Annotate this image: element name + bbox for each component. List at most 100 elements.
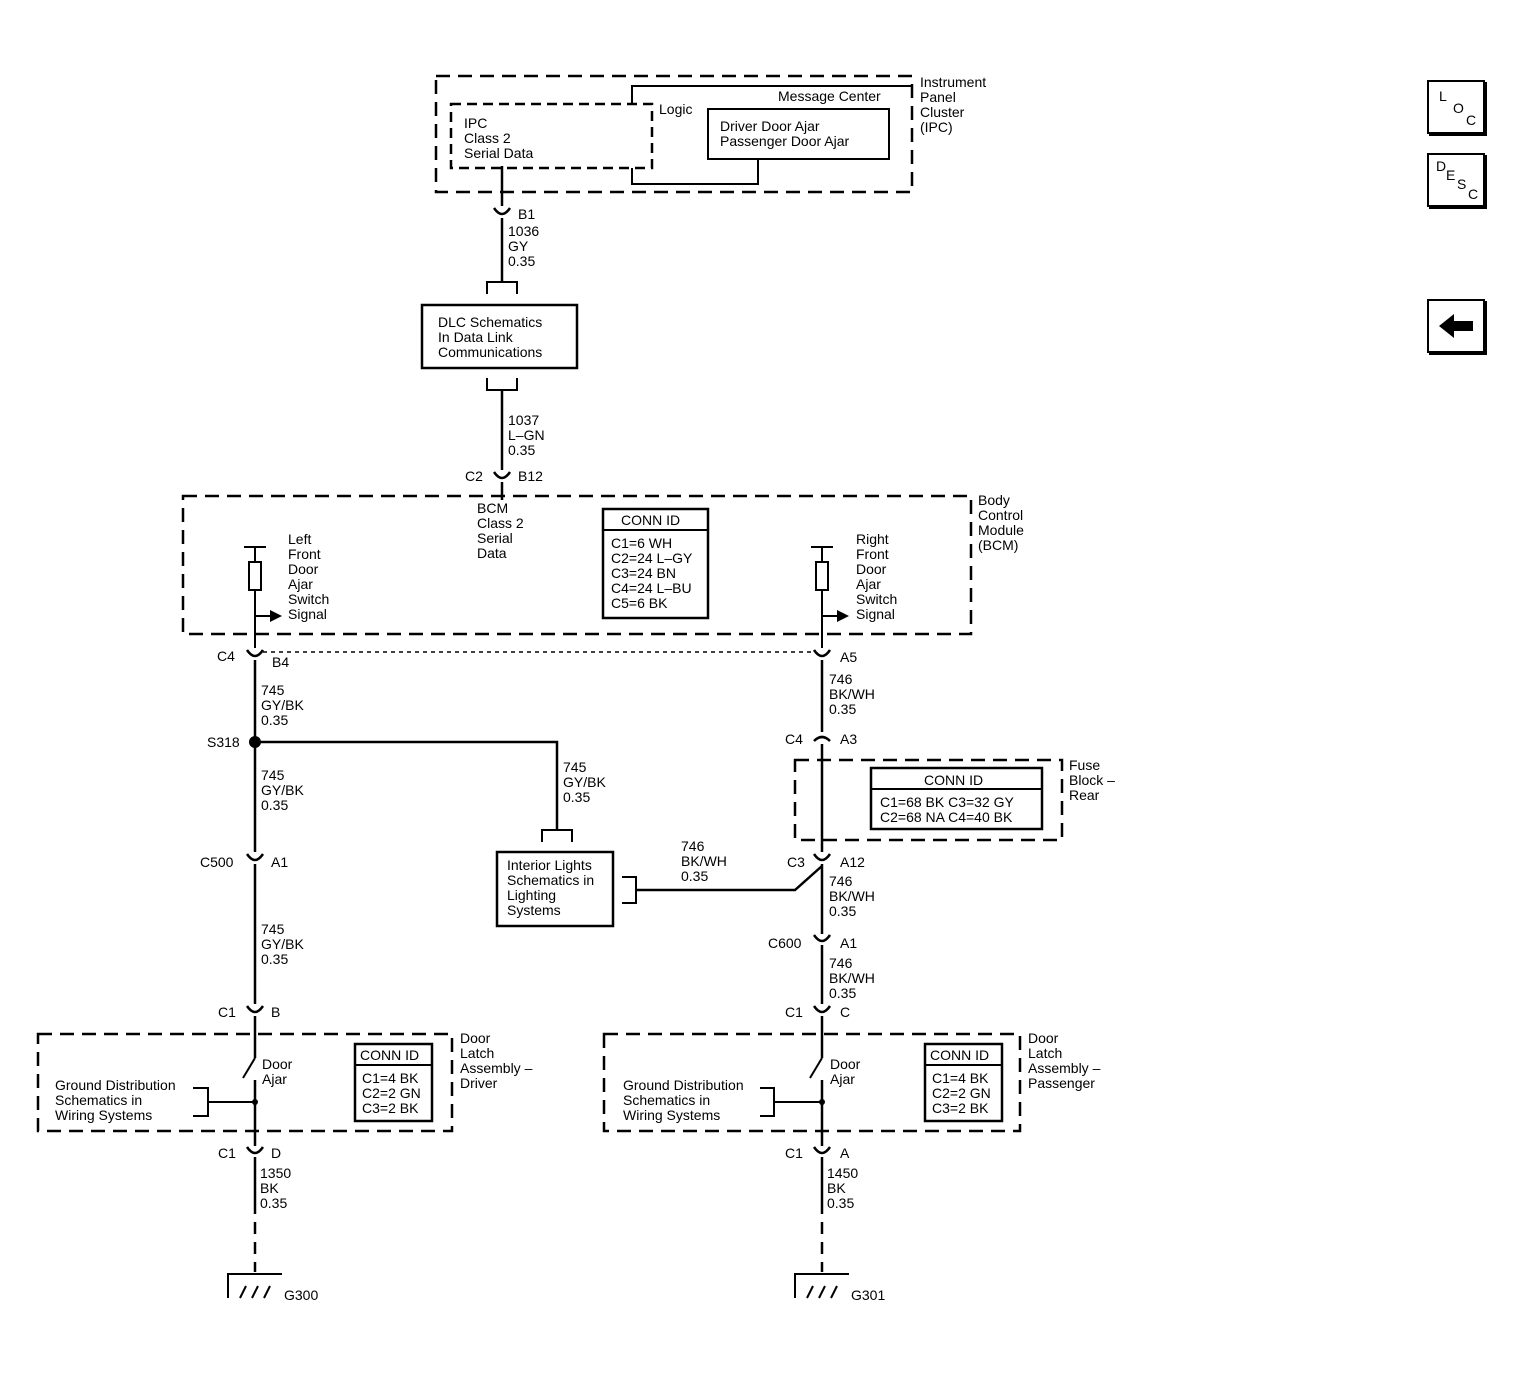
connector-c4-b4 [245, 649, 265, 658]
svg-text:C1=68 BK C3=32 GY C2=: C1=68 BK C3=32 GY C2=68 NA C4=40 BK [880, 794, 1018, 825]
desc-letter-s: S [1457, 176, 1467, 192]
interior-lights-reference[interactable]: Interior Lights Schematics in Lighting S… [495, 850, 615, 928]
door-latch-driver: Door Latch Assembly – Driver Door Ajar G… [36, 1016, 536, 1146]
ground-g300-icon: G300 [227, 1273, 318, 1303]
wire-745-label-1: 745 GY/BK 0.35 [261, 682, 308, 728]
connector-drv-b-label: B [271, 1004, 280, 1020]
connector-drv-c1-bot-label: C1 [218, 1145, 236, 1161]
wire-1036-label: 1036 GY 0.35 [508, 223, 543, 269]
svg-text:DLC Schematics In Data L: DLC Schematics In Data Link Communicatio… [438, 314, 546, 360]
bcm-class2-label: BCM Class 2 Serial Data [477, 500, 528, 561]
latch-driver-title: Door Latch Assembly – Driver [460, 1030, 536, 1091]
splice-s318-label: S318 [207, 734, 240, 750]
connector-c500-label: C500 [200, 854, 234, 870]
connector-drv-c1-b [245, 1005, 265, 1014]
desc-button[interactable]: D E S C [1427, 153, 1485, 207]
loc-button[interactable]: L O C [1427, 80, 1485, 134]
connector-b12-label: B12 [518, 468, 543, 484]
door-ajar-messages: Driver Door Ajar Passenger Door Ajar [720, 118, 850, 149]
connector-c2-b12 [492, 471, 512, 480]
fuse-block-rear: Fuse Block – Rear CONN ID C1=68 BK C3=32… [793, 744, 1119, 852]
svg-text:CONN ID: CONN ID [924, 772, 983, 788]
fuse-block-conn-id-table: CONN ID C1=68 BK C3=32 GY C2=68 NA C4=40… [869, 766, 1044, 831]
ground-g301-icon: G301 [794, 1273, 885, 1303]
connector-c2-label: C2 [465, 468, 483, 484]
fuse-block-title: Fuse Block – Rear [1069, 757, 1119, 803]
driver-ground-distribution-ref[interactable]: Ground Distribution Schematics in Wiring… [55, 1077, 180, 1123]
connector-c500-a1-label: A1 [271, 854, 288, 870]
ipc-class2-label: IPC Class 2 Serial Data [464, 115, 533, 161]
passenger-door-ajar-switch [809, 1057, 823, 1079]
bcm-module: Body Control Module (BCM) BCM Class 2 Se… [181, 492, 1028, 648]
connector-c600-label: C600 [768, 935, 802, 951]
connector-fuse-c4-label: C4 [785, 731, 803, 747]
ipc-module: Instrument Panel Cluster (IPC) IPC Class… [434, 74, 990, 194]
connector-c4-a3 [813, 735, 831, 742]
left-door-ajar-signal: Left Front Door Ajar Switch Signal [244, 531, 333, 648]
logic-label: Logic [659, 101, 692, 117]
wire-746-label-2: 746 BK/WH 0.35 [681, 838, 731, 884]
loc-letter-c: C [1466, 112, 1477, 128]
connector-a5-label: A5 [840, 649, 857, 665]
wire-1037-label: 1037 L–GN 0.35 [508, 412, 548, 458]
connector-fuse-a12-label: A12 [840, 854, 865, 870]
connector-fuse-a3-label: A3 [840, 731, 857, 747]
connector-pas-c1-c [812, 1005, 832, 1014]
desc-letter-c: C [1468, 186, 1479, 202]
dlc-schematics-reference[interactable]: DLC Schematics In Data Link Communicatio… [420, 303, 579, 370]
svg-text:CONN ID: CONN ID [930, 1047, 989, 1063]
latch-passenger-title: Door Latch Assembly – Passenger [1028, 1030, 1104, 1091]
connector-pas-c1-a [812, 1146, 832, 1155]
connector-b1-label: B1 [518, 206, 535, 222]
connector-pas-c-label: C [840, 1004, 850, 1020]
loc-letter-l: L [1439, 88, 1447, 104]
ground-g301-label: G301 [851, 1287, 885, 1303]
svg-text:C1=4 BK C2=2 GN: C1=4 BK C2=2 GN C3=2 BK [362, 1070, 425, 1116]
message-center-label: Message Center [778, 88, 881, 104]
driver-switch-label: Door Ajar [262, 1056, 296, 1087]
bcm-conn-id-table: CONN ID C1=6 WH C2=24 L–GY C3=24 BN C4=2… [601, 507, 710, 620]
connector-a5 [812, 649, 832, 658]
door-latch-passenger: Door Latch Assembly – Passenger Door Aja… [602, 1016, 1104, 1146]
connector-fuse-c3-label: C3 [787, 854, 805, 870]
connector-c600 [812, 934, 832, 943]
wire-746-label-1: 746 BK/WH 0.35 [829, 671, 879, 717]
wire-746-label-4: 746 BK/WH 0.35 [829, 955, 879, 1001]
ipc-title: Instrument Panel Cluster (IPC) [920, 74, 990, 135]
passenger-ground-distribution-ref[interactable]: Ground Distribution Schematics in Wiring… [623, 1077, 748, 1123]
wire-746-label-3: 746 BK/WH 0.35 [829, 873, 879, 919]
wire-745-label-3: 745 GY/BK 0.35 [563, 759, 610, 805]
right-door-ajar-signal: Right Front Door Ajar Switch Signal [811, 531, 901, 648]
wire-745-label-2: 745 GY/BK 0.35 [261, 767, 308, 813]
driver-door-ajar-switch [242, 1057, 256, 1079]
connector-b1 [492, 207, 512, 216]
connector-drv-c1-d [245, 1146, 265, 1155]
wire-745-label-4: 745 GY/BK 0.35 [261, 921, 308, 967]
loc-letter-o: O [1453, 100, 1464, 116]
desc-letter-e: E [1446, 167, 1456, 183]
connector-pas-a-label: A [840, 1145, 850, 1161]
connector-c600-a1-label: A1 [840, 935, 857, 951]
svg-text:C1=6 WH C2=24 L–GY: C1=6 WH C2=24 L–GY C3=24 BN C4=24 L–BU C… [611, 535, 696, 611]
back-button[interactable] [1427, 299, 1485, 353]
svg-text:Interior Lights Schemati: Interior Lights Schematics in Lighting S… [507, 857, 598, 918]
wire-1350-label: 1350 BK 0.35 [260, 1165, 295, 1211]
desc-letter-d: D [1436, 158, 1447, 174]
connector-drv-c1-top-label: C1 [218, 1004, 236, 1020]
latch-passenger-conn-id-table: CONN ID C1=4 BK C2=2 GN C3=2 BK [923, 1042, 1004, 1123]
latch-driver-conn-id-table: CONN ID C1=4 BK C2=2 GN C3=2 BK [353, 1042, 434, 1123]
connector-pas-c1-bot-label: C1 [785, 1145, 803, 1161]
svg-text:CONN ID: CONN ID [621, 512, 680, 528]
connector-c4-label: C4 [217, 648, 235, 664]
bcm-title: Body Control Module (BCM) [978, 492, 1028, 553]
passenger-switch-label: Door Ajar [830, 1056, 864, 1087]
connector-pas-c1-top-label: C1 [785, 1004, 803, 1020]
connector-b4-label: B4 [272, 654, 289, 670]
svg-text:CONN ID: CONN ID [360, 1047, 419, 1063]
connector-c3-a12 [812, 853, 832, 862]
svg-text:Right Front Do: Right Front Door Ajar Switch Signal [856, 531, 901, 622]
ground-g300-label: G300 [284, 1287, 318, 1303]
svg-text:C1=4 BK C2=2 GN: C1=4 BK C2=2 GN C3=2 BK [932, 1070, 995, 1116]
svg-text:Left Front Doo: Left Front Door Ajar Switch Signal [288, 531, 333, 622]
